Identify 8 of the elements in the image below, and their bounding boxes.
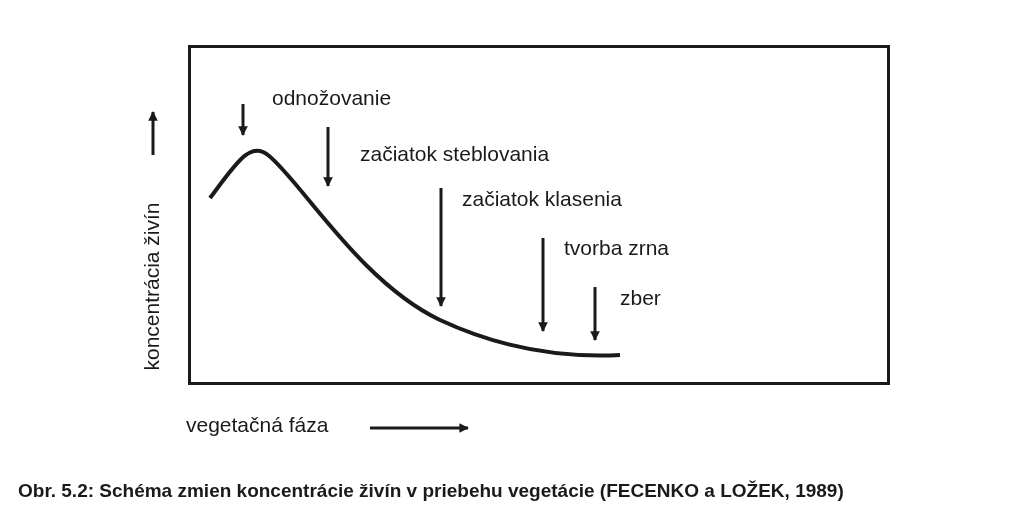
- stage-label: začiatok klasenia: [462, 188, 622, 209]
- axis-label: vegetačná fáza: [186, 414, 329, 435]
- stage-label: zber: [620, 287, 661, 308]
- stage-label: začiatok steblovania: [360, 143, 550, 164]
- axis-label: koncentrácia živín: [140, 201, 162, 373]
- stage-label: odnožovanie: [272, 87, 392, 108]
- stage-label: tvorba zrna: [564, 237, 670, 258]
- figure-caption: Obr. 5.2: Schéma zmien koncentrácie živín v priebehu vegetácie (FECENKO a LOŽEK, 1989): [18, 480, 844, 502]
